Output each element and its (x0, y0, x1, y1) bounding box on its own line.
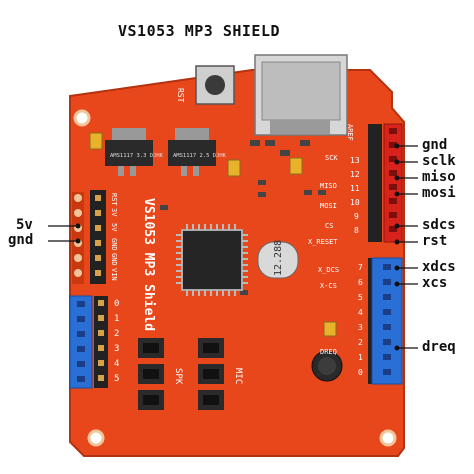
regulator-left: AMS1117 3.3 DJHK (105, 128, 164, 176)
svg-text:5: 5 (358, 293, 363, 302)
right-header-bottom (368, 257, 403, 385)
board-title: VS1053 MP3 SHIELD (118, 22, 281, 40)
spk-jack-stack (138, 338, 164, 410)
power-labels: RST 3V 5V GND GND VIN (110, 193, 118, 281)
right-top-numbers: AREF (346, 124, 354, 141)
capacitor (227, 159, 241, 177)
capacitor (289, 157, 303, 175)
callout-lines-right (398, 145, 418, 349)
callout-rst: rst (422, 233, 448, 249)
svg-text:12.288: 12.288 (273, 240, 284, 276)
mounting-hole (73, 109, 91, 127)
regulator-right: AMS1117 2.5 DJHK (168, 128, 227, 176)
svg-text:1: 1 (114, 314, 119, 324)
power-header (90, 190, 106, 284)
svg-text:AREF: AREF (346, 124, 354, 141)
svg-text:13: 13 (350, 156, 360, 165)
svg-text:0: 0 (358, 368, 363, 377)
callout-sdcs: sdcs (422, 217, 456, 233)
svg-text:4: 4 (114, 359, 119, 369)
svg-text:AMS1117 3.3 DJHK: AMS1117 3.3 DJHK (110, 153, 164, 159)
svg-text:6: 6 (358, 278, 363, 287)
svg-text:10: 10 (350, 198, 360, 207)
svg-text:2: 2 (114, 329, 119, 339)
sd-card-slot (254, 54, 348, 136)
microphone (311, 350, 343, 382)
svg-text:7: 7 (358, 263, 363, 272)
svg-text:CS: CS (325, 222, 333, 230)
svg-text:5: 5 (114, 374, 119, 384)
vs1053-chip (176, 224, 248, 296)
mounting-hole (379, 429, 397, 447)
svg-text:MISO: MISO (320, 182, 337, 190)
spk-label: SPK (173, 368, 183, 385)
svg-text:GND: GND (110, 238, 118, 251)
board-vertical-label: VS1053 MP3 Shield (141, 198, 156, 331)
svg-text:9: 9 (354, 212, 359, 221)
svg-text:12: 12 (350, 170, 360, 179)
svg-text:VIN: VIN (110, 268, 118, 281)
callout-mosi: mosi (422, 185, 456, 201)
mic-jack-stack (198, 338, 224, 410)
callout-lines-left (48, 225, 78, 242)
svg-text:1: 1 (358, 353, 363, 362)
svg-text:SCK: SCK (325, 154, 338, 162)
svg-text:2: 2 (358, 338, 363, 347)
svg-text:X_DCS: X_DCS (318, 266, 339, 274)
callout-5v: 5v (16, 217, 33, 233)
callout-gnd-left: gnd (8, 232, 34, 248)
svg-text:0: 0 (114, 299, 119, 309)
svg-text:8: 8 (354, 226, 359, 235)
right-signal-labels: SCK MISO MOSI CS X_RESET X_DCS X-CS DREQ (308, 154, 339, 356)
callout-xcs: xcs (422, 275, 448, 291)
svg-text:3: 3 (114, 344, 119, 354)
reset-button (195, 65, 235, 105)
callout-dreq: dreq (422, 339, 456, 355)
rst-label: RST (176, 88, 185, 103)
svg-text:11: 11 (350, 184, 360, 193)
callout-xdcs: xdcs (422, 259, 456, 275)
svg-text:RST: RST (110, 193, 118, 206)
callout-miso: miso (422, 169, 456, 185)
svg-text:3: 3 (358, 323, 363, 332)
svg-text:DREQ: DREQ (320, 348, 337, 356)
mounting-hole (87, 429, 105, 447)
svg-text:AMS1117 2.5 DJHK: AMS1117 2.5 DJHK (173, 153, 227, 159)
capacitor (323, 321, 337, 337)
svg-text:3V: 3V (110, 208, 118, 217)
digital-labels: 0 1 2 3 4 5 (114, 299, 119, 384)
svg-text:GND: GND (110, 253, 118, 266)
callout-gnd: gnd (422, 137, 448, 153)
right-header-top (368, 123, 403, 243)
capacitor (89, 132, 103, 150)
digital-header-left (69, 295, 108, 389)
svg-text:MOSI: MOSI (320, 202, 337, 210)
svg-text:5V: 5V (110, 223, 118, 232)
crystal-oscillator: 12.288 (257, 240, 299, 279)
svg-text:4: 4 (358, 308, 363, 317)
svg-text:X_RESET: X_RESET (308, 238, 338, 246)
callout-sclk: sclk (422, 153, 456, 169)
svg-text:X-CS: X-CS (320, 282, 337, 290)
mic-label: MIC (233, 368, 243, 384)
